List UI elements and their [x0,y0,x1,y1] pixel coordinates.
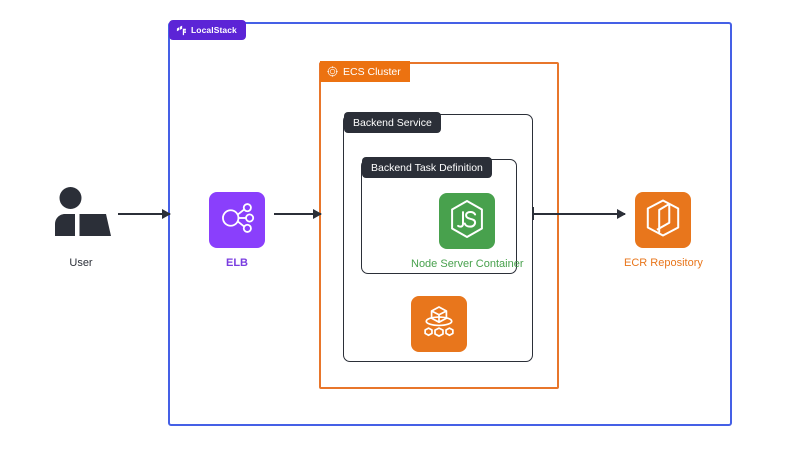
backend-task-definition-label-text: Backend Task Definition [371,161,483,174]
user-at-laptop-icon [50,186,112,247]
node-server-container-label: Node Server Container [411,258,524,270]
node-elb-label: ELB [226,257,248,269]
ecr-repository-tile [635,192,692,248]
ecr-repository-icon [644,198,682,243]
ecs-cluster-icon [327,66,338,77]
backend-service-boundary-label: Backend Service [344,112,441,133]
arrow-elb-to-ecs-cluster [274,213,321,215]
arrow-user-to-elb [118,213,170,215]
ecs-cluster-boundary [319,62,559,389]
ecs-cluster-boundary-label: ECS Cluster [320,61,410,82]
node-server-container: Node Server Container [411,193,524,270]
node-user-label: User [69,257,93,269]
nodejs-logo-icon [448,199,486,244]
node-elb: ELB [209,192,265,269]
backend-service-label-text: Backend Service [353,116,432,129]
node-ecr-repository: ECR Repository [624,192,703,269]
arrow-backend-service-to-ecr [533,213,625,215]
node-server-container-tile [439,193,496,249]
localstack-boundary [168,22,732,426]
node-user: User [50,186,112,269]
localstack-label-text: LocalStack [191,25,237,35]
ecs-cluster-label-text: ECS Cluster [343,65,401,78]
ecs-service-icon [420,303,458,346]
localstack-boundary-label: LocalStack [169,20,246,40]
elastic-load-balancer-icon [219,200,255,241]
backend-task-definition-boundary-label: Backend Task Definition [362,157,492,178]
localstack-logo-icon [176,25,187,36]
node-ecs-task [411,296,467,352]
ecs-task-tile [411,296,467,352]
node-ecr-repository-label: ECR Repository [624,257,703,269]
elb-tile [209,192,265,248]
